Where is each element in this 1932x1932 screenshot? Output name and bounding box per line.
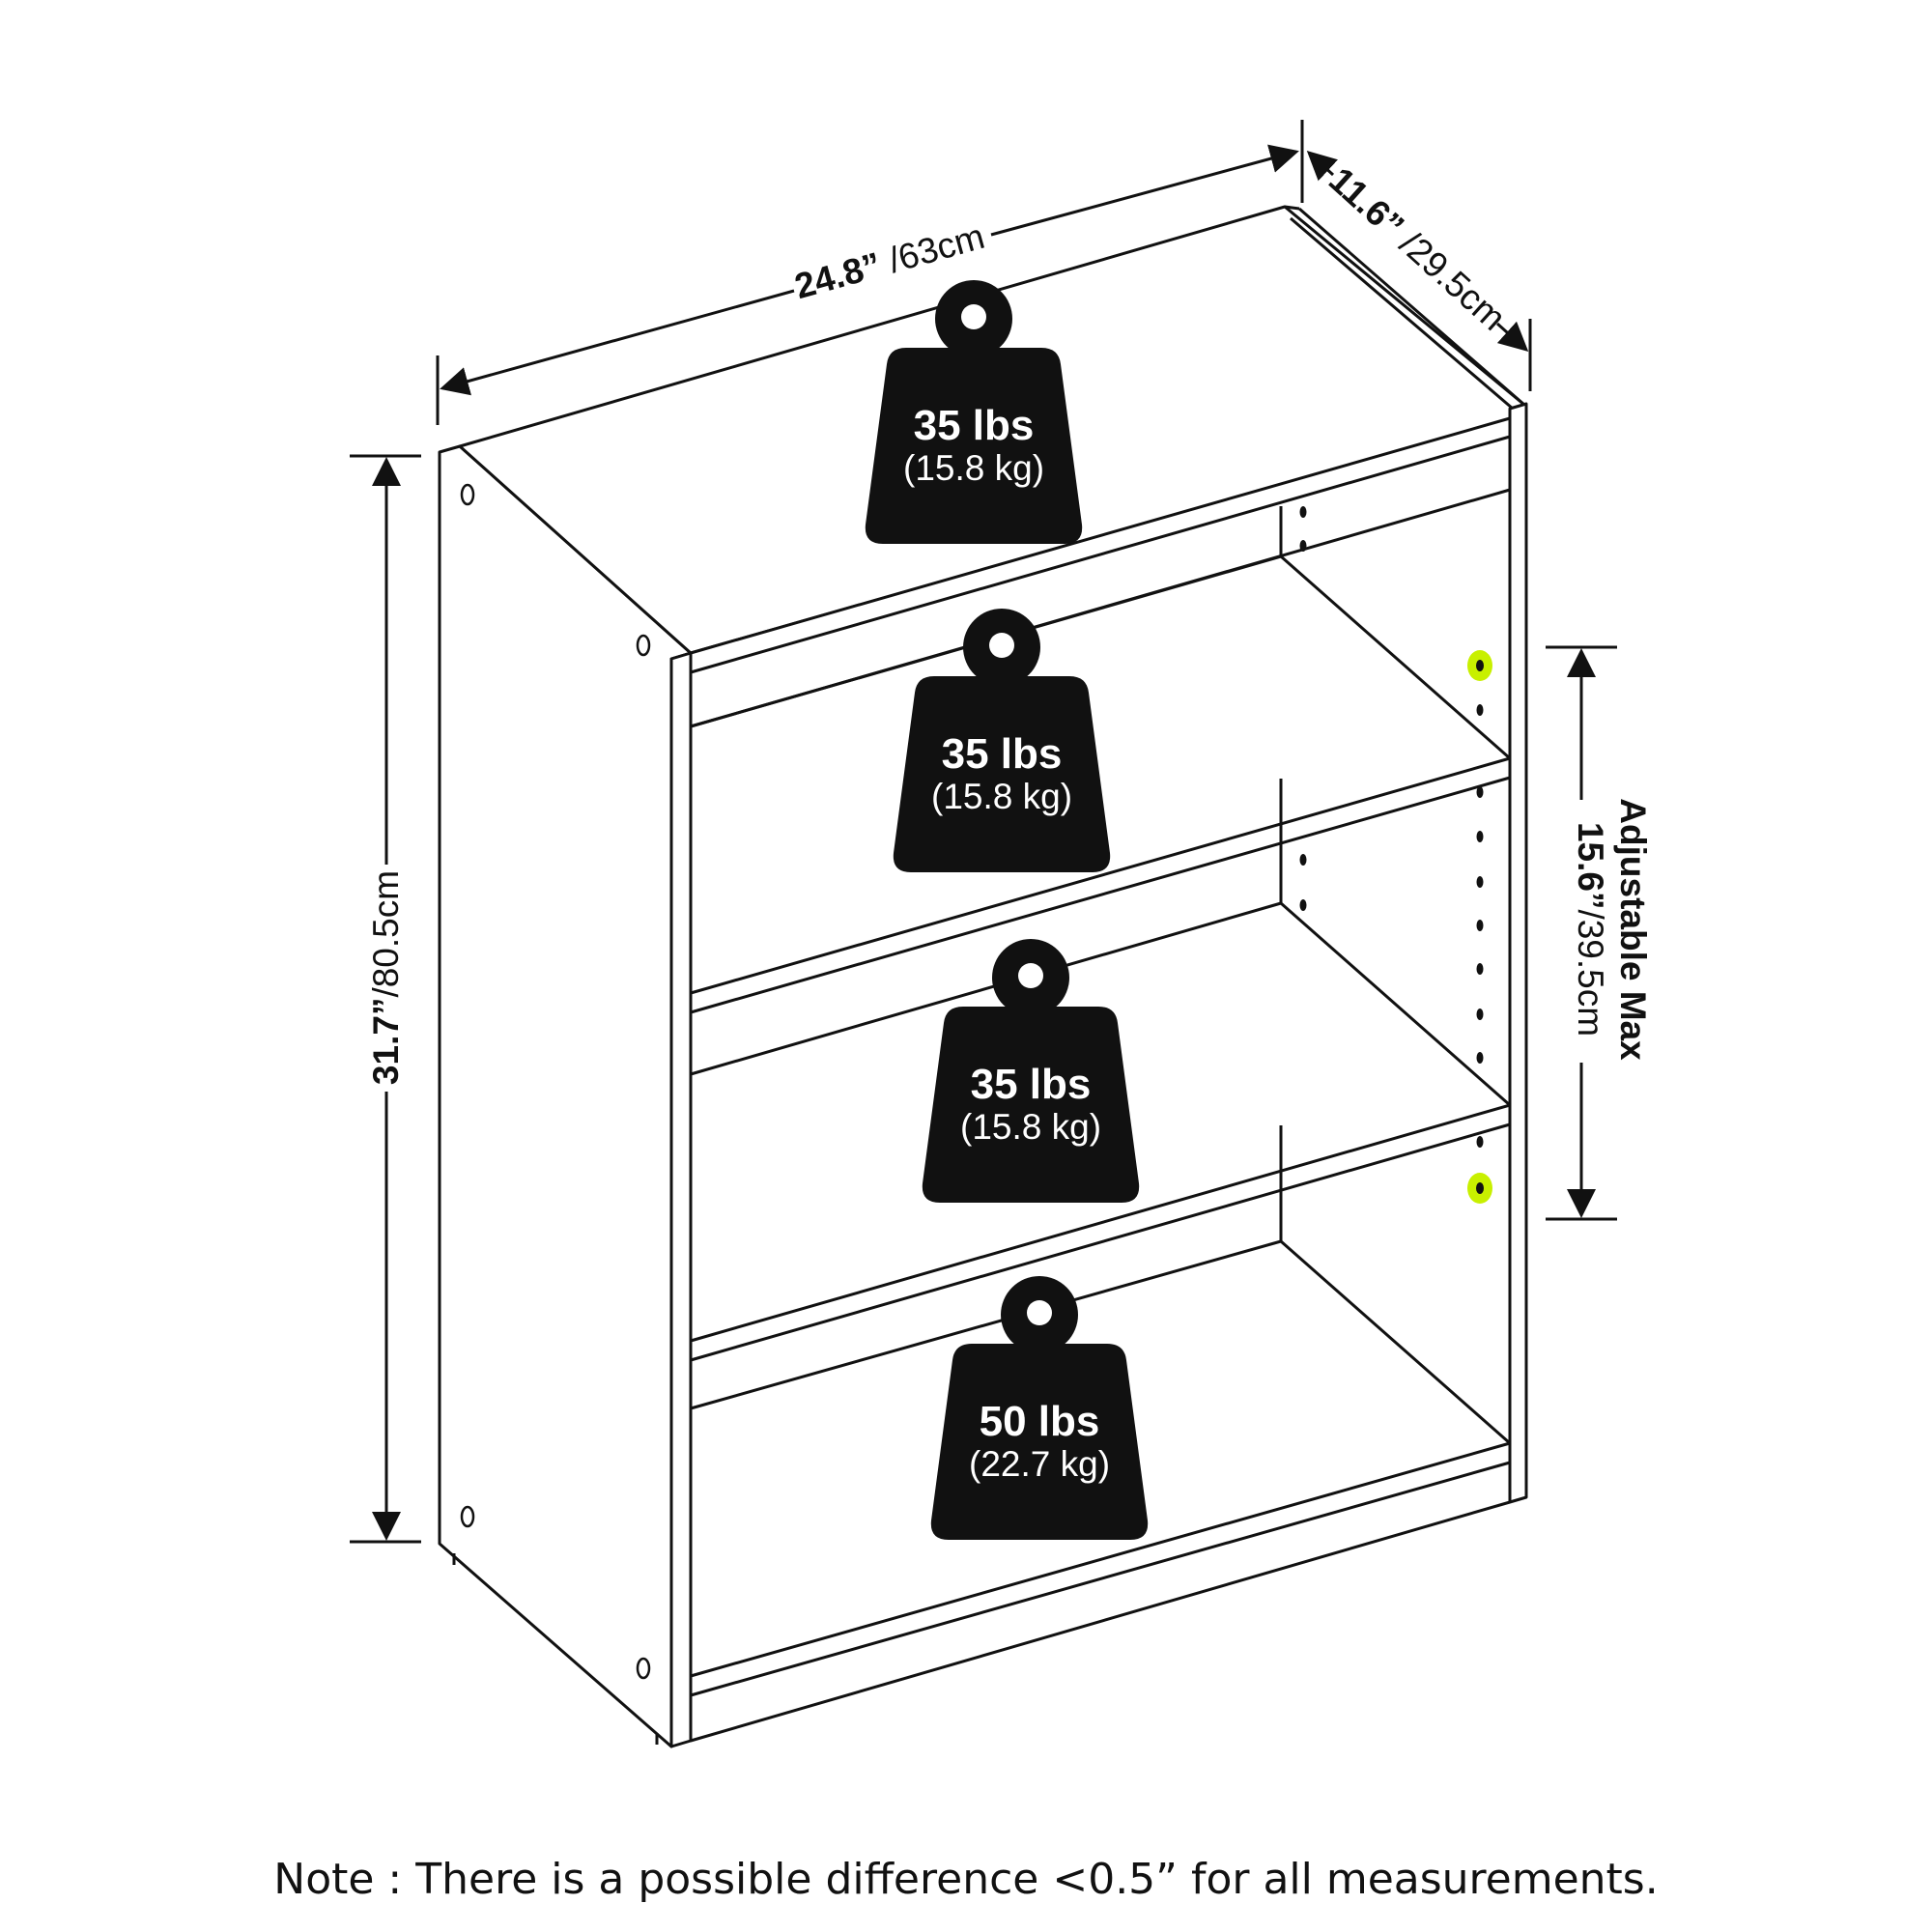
adjustable-dimension: Adjustable Max 15.6”/39.5cm: [1546, 645, 1653, 1221]
right-side-panel: [1508, 402, 1528, 1504]
weight-icon-shelf-2: 35 lbs (15.8 kg): [922, 939, 1140, 1203]
shelf-pin-icon: [1467, 650, 1492, 1204]
weight-lbs-bottom: 50 lbs: [980, 1398, 1100, 1445]
bookcase: [438, 205, 1528, 1748]
height-label: 31.7”/80.5cm: [366, 870, 406, 1085]
adjustable-value: 15.6”/39.5cm: [1571, 822, 1610, 1037]
weight-kg-shelf-1: (15.8 kg): [931, 777, 1072, 816]
height-dimension: 31.7”/80.5cm: [350, 454, 421, 1544]
adjustable-title: Adjustable Max: [1613, 798, 1653, 1061]
weight-icon-bottom: 50 lbs (22.7 kg): [930, 1276, 1149, 1540]
weight-lbs-shelf-2: 35 lbs: [971, 1061, 1092, 1108]
measurement-note: Note : There is a possible difference <0…: [273, 1855, 1658, 1904]
shelf-pin-holes: [1299, 506, 1484, 1148]
weight-kg-bottom: (22.7 kg): [969, 1444, 1110, 1484]
weight-icon-top: 35 lbs (15.8 kg): [865, 280, 1083, 544]
weight-kg-top: (15.8 kg): [903, 448, 1044, 488]
weight-kg-shelf-2: (15.8 kg): [960, 1107, 1101, 1147]
left-side-panel: [438, 444, 693, 1748]
weight-lbs-shelf-1: 35 lbs: [942, 730, 1063, 778]
width-dimension: 24.8” /63cm: [436, 120, 1304, 425]
weight-lbs-top: 35 lbs: [914, 402, 1035, 449]
weight-icon-shelf-1: 35 lbs (15.8 kg): [893, 609, 1111, 872]
